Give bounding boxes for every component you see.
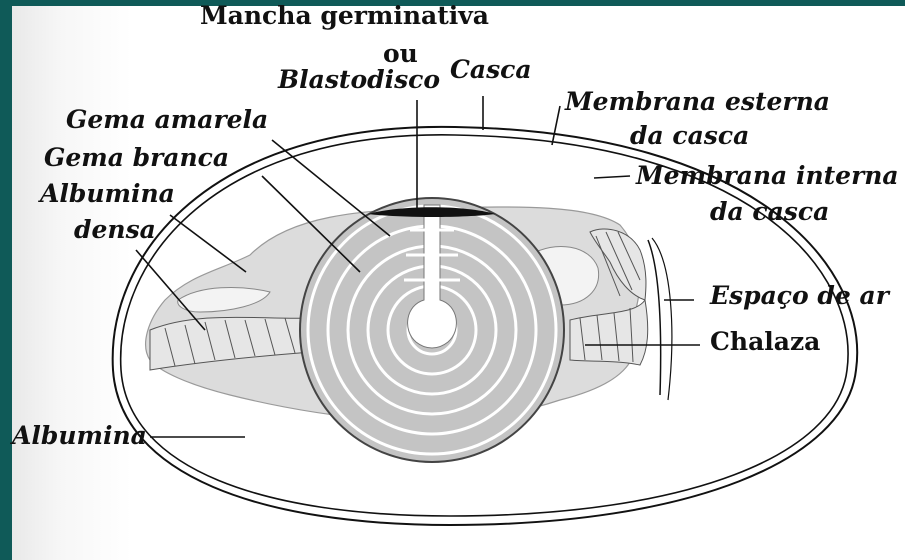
label-germinal-spot: Mancha germinativa	[200, 2, 489, 30]
label-dense-albumen-2: densa	[74, 216, 156, 244]
label-albumen: Albumina	[12, 422, 147, 450]
label-or: ou	[383, 40, 418, 68]
label-shell: Casca	[450, 56, 532, 84]
label-inner-membrane-2: da casca	[710, 198, 829, 226]
yolk	[300, 198, 564, 462]
label-white-yolk: Gema branca	[44, 144, 229, 172]
label-outer-membrane-1: Membrana esterna	[565, 88, 830, 116]
label-chalaza: Chalaza	[710, 328, 820, 356]
label-outer-membrane-2: da casca	[630, 122, 749, 150]
label-dense-albumen-1: Albumina	[40, 180, 175, 208]
label-yellow-yolk: Gema amarela	[66, 106, 268, 134]
label-inner-membrane-1: Membrana interna	[636, 162, 899, 190]
label-blastodisc: Blastodisco	[278, 66, 440, 94]
label-air-space: Espaço de ar	[710, 282, 889, 310]
